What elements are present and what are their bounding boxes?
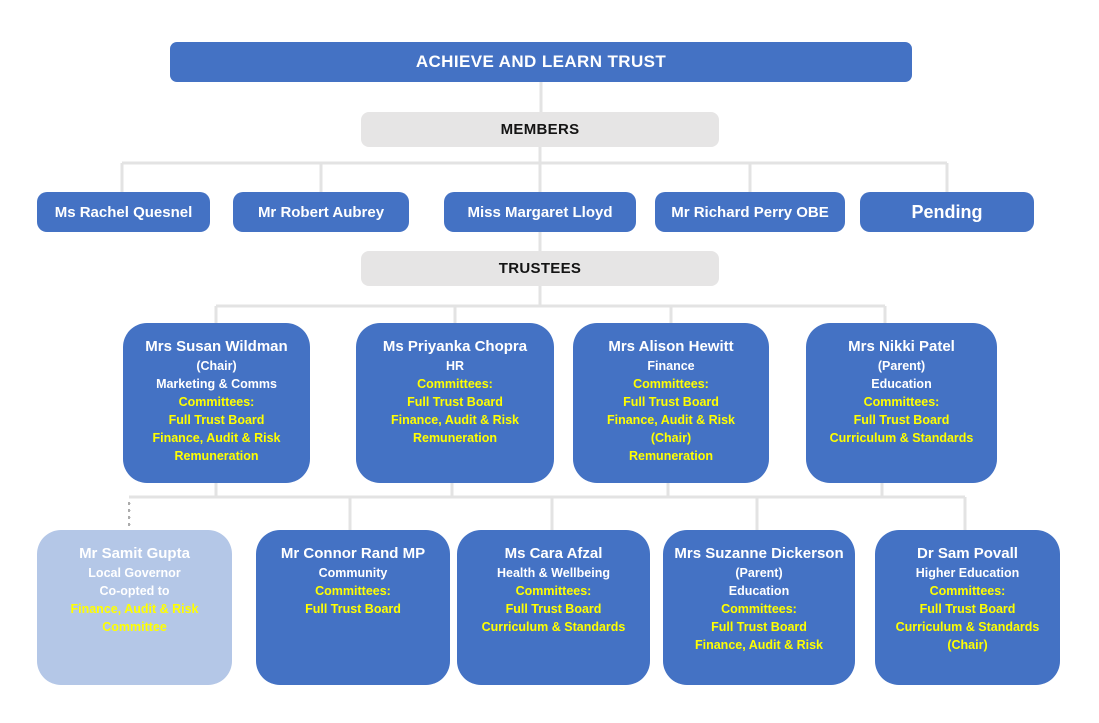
trustee-card-nikki-patel: Mrs Nikki Patel (Parent) Education Commi… xyxy=(806,323,997,483)
trustee-card-alison-hewitt: Mrs Alison Hewitt Finance Committees: Fu… xyxy=(573,323,769,483)
person-committee-line: Committees: xyxy=(315,584,391,598)
person-role-line: (Chair) xyxy=(196,359,237,373)
person-name: Mr Connor Rand MP xyxy=(280,545,426,562)
person-role-line: Marketing & Comms xyxy=(156,377,277,391)
member-card-richard-perry: Mr Richard Perry OBE xyxy=(655,192,845,232)
person-name: Mr Samit Gupta xyxy=(79,545,190,562)
person-committee-line: Curriculum & Standards xyxy=(481,620,626,634)
person-committee-line: Remuneration xyxy=(174,449,259,463)
person-committee-line: Committee xyxy=(102,620,167,634)
person-committee-line: Full Trust Board xyxy=(919,602,1016,616)
person-committee-line: (Chair) xyxy=(650,431,692,445)
person-role-line: Finance xyxy=(647,359,695,373)
person-committee-line: (Chair) xyxy=(947,638,988,652)
governor-card-samit-gupta: Mr Samit Gupta Local Governor Co-opted t… xyxy=(37,530,232,685)
trustee-card-suzanne-dickerson: Mrs Suzanne Dickerson (Parent) Education… xyxy=(663,530,855,685)
person-role-line: Local Governor xyxy=(88,566,181,580)
trustee-card-priyanka-chopra: Ms Priyanka Chopra HR Committees: Full T… xyxy=(356,323,554,483)
person-role-line: (Parent) xyxy=(877,359,926,373)
person-committee-line: Committees: xyxy=(721,602,797,616)
person-role-line: Education xyxy=(871,377,932,391)
person-committee-line: Committees: xyxy=(178,395,255,409)
members-banner: MEMBERS xyxy=(361,112,719,147)
trustee-card-connor-rand: Mr Connor Rand MP Community Committees: … xyxy=(256,530,450,685)
person-role-line: Community xyxy=(318,566,388,580)
person-committee-line: Full Trust Board xyxy=(407,395,503,409)
person-committee-line: Remuneration xyxy=(628,449,714,463)
person-committee-line: Full Trust Board xyxy=(305,602,401,616)
person-committee-line: Finance, Audit & Risk xyxy=(152,431,281,445)
person-committee-line: Committees: xyxy=(929,584,1006,598)
person-name: Ms Cara Afzal xyxy=(504,545,603,562)
person-committee-line: Committees: xyxy=(633,377,709,391)
person-name: Mrs Suzanne Dickerson xyxy=(674,545,844,562)
person-committee-line: Curriculum & Standards xyxy=(829,431,974,445)
trust-title-banner: ACHIEVE AND LEARN TRUST xyxy=(170,42,912,82)
person-committee-line: Curriculum & Standards xyxy=(895,620,1040,634)
trustee-card-susan-wildman: Mrs Susan Wildman (Chair) Marketing & Co… xyxy=(123,323,310,483)
member-card-rachel-quesnel: Ms Rachel Quesnel xyxy=(37,192,210,232)
member-card-margaret-lloyd: Miss Margaret Lloyd xyxy=(444,192,636,232)
person-committee-line: Full Trust Board xyxy=(623,395,719,409)
member-card-robert-aubrey: Mr Robert Aubrey xyxy=(233,192,409,232)
person-committee-line: Remuneration xyxy=(412,431,498,445)
person-role-line: Higher Education xyxy=(915,566,1020,580)
person-name: Mrs Nikki Patel xyxy=(848,338,955,355)
person-committee-line: Full Trust Board xyxy=(711,620,807,634)
person-role-line: (Parent) xyxy=(735,566,783,580)
person-committee-line: Committees: xyxy=(417,377,493,391)
person-committee-line: Finance, Audit & Risk xyxy=(694,638,824,652)
trustee-card-cara-afzal: Ms Cara Afzal Health & Wellbeing Committ… xyxy=(457,530,650,685)
trustees-banner: TRUSTEES xyxy=(361,251,719,286)
person-name: Mrs Alison Hewitt xyxy=(608,338,734,355)
person-role-line: Health & Wellbeing xyxy=(497,566,610,580)
person-committee-line: Full Trust Board xyxy=(168,413,265,427)
person-committee-line: Finance, Audit & Risk xyxy=(390,413,520,427)
person-committee-line: Committees: xyxy=(863,395,940,409)
person-name: Mrs Susan Wildman xyxy=(145,338,288,355)
person-committee-line: Finance, Audit & Risk xyxy=(606,413,736,427)
person-name: Dr Sam Povall xyxy=(917,545,1018,562)
person-role-line: Education xyxy=(728,584,790,598)
person-committee-line: Finance, Audit & Risk xyxy=(70,602,199,616)
trustee-card-sam-povall: Dr Sam Povall Higher Education Committee… xyxy=(875,530,1060,685)
person-name: Ms Priyanka Chopra xyxy=(382,338,528,355)
person-committee-line: Committees: xyxy=(515,584,592,598)
person-role-line: Co-opted to xyxy=(99,584,170,598)
person-role-line: HR xyxy=(445,359,465,373)
person-committee-line: Full Trust Board xyxy=(853,413,950,427)
member-card-pending: Pending xyxy=(860,192,1034,232)
person-committee-line: Full Trust Board xyxy=(505,602,602,616)
